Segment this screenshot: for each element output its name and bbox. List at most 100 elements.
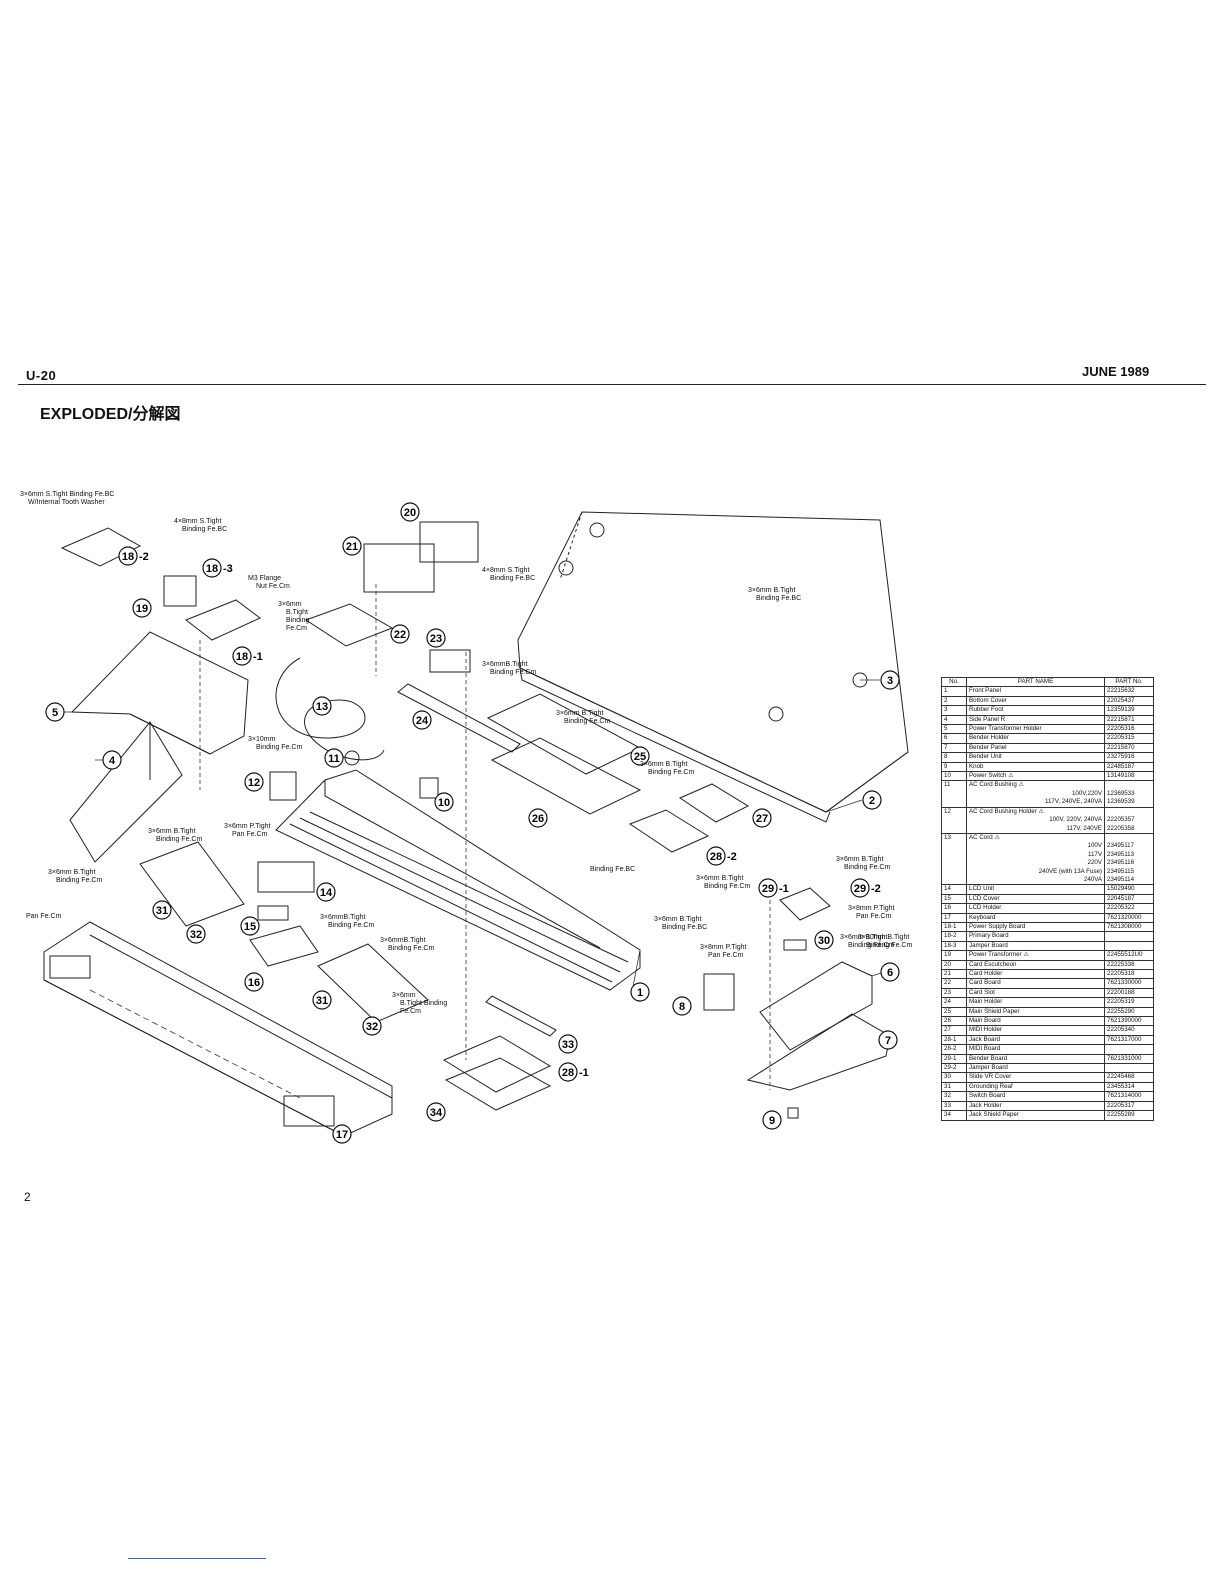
screw-note-line: Binding Fe.Cm <box>648 769 694 776</box>
part-name-text: AC Cord Bushing ⚠ <box>969 781 1025 789</box>
screw-note-line: Pan Fe.Cm <box>708 952 744 959</box>
part-number-index: 19 <box>941 950 967 961</box>
callout-circle <box>102 750 122 770</box>
callout-15: 15 <box>240 916 260 936</box>
part-name: LCD Cover <box>966 893 1105 905</box>
part-number-index: 10 <box>941 771 967 782</box>
part-code: 22205340 <box>1104 1025 1154 1036</box>
header-rule <box>18 384 1206 385</box>
screw-note-line: Pan Fe.Cm <box>26 913 62 920</box>
callout-number: 17 <box>336 1129 348 1141</box>
callout-circle <box>752 808 772 828</box>
bender-unit-drawing <box>703 973 735 1011</box>
part-code: 22025437 <box>1104 695 1154 707</box>
callout-circle <box>232 646 252 666</box>
screw-note-line: Binding Fe.Cm <box>848 942 894 949</box>
part-name: Power Switch ⚠ <box>966 771 1105 782</box>
part-code: 22245468 <box>1104 1072 1154 1083</box>
part-name: Grounding Reaf <box>966 1081 1105 1093</box>
callout-number: 24 <box>416 715 429 727</box>
part-name-text: Knob <box>969 762 984 770</box>
part-number-index: 28-1 <box>941 1034 967 1046</box>
part-name: Side Panel R <box>966 714 1105 726</box>
screw-note-line: 3×6mm <box>278 601 302 608</box>
screw-note-line: Binding Fe.BC <box>490 575 535 582</box>
callout-circle <box>186 924 206 944</box>
screw-note-line: B.Tight Binding <box>400 1000 447 1007</box>
callout-6: 6 <box>880 962 900 982</box>
part-code: 22200188 <box>1104 987 1154 999</box>
callout-number: 32 <box>190 929 202 941</box>
part-name-text: MIDI Board <box>969 1045 1001 1053</box>
part-number-index: 15 <box>941 893 967 905</box>
part-number-index: 31 <box>941 1081 967 1093</box>
callout-circle <box>324 748 344 768</box>
screw-note-line: Binding Fe.Cm <box>256 744 302 751</box>
callout-circle <box>672 996 692 1016</box>
part-name-text: Card Slot <box>969 988 995 996</box>
part-code-text: 22045187 <box>1107 894 1135 902</box>
part-code-text: 22205316 <box>1107 725 1135 733</box>
screw-note-line: Fe.Cm <box>400 1008 421 1015</box>
part-name-text: Bender Unit <box>969 753 1002 761</box>
screw-note: Binding Fe.BC <box>590 866 635 873</box>
main-board-drawing <box>490 737 642 815</box>
screw-note-line: Binding Fe.Cm <box>866 942 912 949</box>
part-code-text: 22205315 <box>1107 734 1135 742</box>
part-name: Jamper Board <box>966 940 1105 952</box>
callout-circle <box>332 1124 352 1144</box>
part-name-text: Power Supply Board <box>969 922 1026 930</box>
part-code-text: 22025437 <box>1107 696 1135 704</box>
part-number-index: 21 <box>941 968 967 980</box>
callout-circle <box>558 1034 578 1054</box>
callout-number: 11 <box>328 753 340 765</box>
transformer-drawing <box>163 575 197 607</box>
callout-number: 28 <box>710 851 722 863</box>
part-name-text: LCD Unit <box>969 885 995 893</box>
switch-board-left-drawing <box>139 841 245 927</box>
part-name: Card Holder <box>966 968 1105 980</box>
part-name-text: Slide VR Cover <box>969 1073 1012 1081</box>
callout-circle <box>412 710 432 730</box>
callout-25: 25 <box>630 746 650 766</box>
part-number-index: 5 <box>941 724 967 735</box>
part-name-text: Main Shield Paper <box>969 1007 1020 1015</box>
part-number-index: 34 <box>941 1110 967 1121</box>
part-variant: 117V, 240VE, 240VA <box>1045 798 1102 806</box>
screw-note-line: Fe.Cm <box>286 625 307 632</box>
part-name-text: Grounding Reaf <box>969 1082 1013 1090</box>
callout-suffix: -1 <box>779 883 789 895</box>
part-code-text: 22205319 <box>1107 998 1135 1006</box>
part-code: 22225338 <box>1104 959 1154 971</box>
callout-number: 18 <box>236 651 248 663</box>
callout-24: 24 <box>412 710 432 730</box>
screw-note-line: 3×6mm P.Tight <box>224 823 271 830</box>
part-code: 12359139 <box>1104 705 1154 716</box>
callout-number: 32 <box>366 1021 378 1033</box>
screw-note-line: Binding Fe.Cm <box>388 945 434 952</box>
screw-note-line: 3×6mm B.Tight <box>696 875 743 882</box>
screw-note-line: 3×6mm B.Tight <box>556 710 603 717</box>
power-switch-drawing <box>419 777 439 799</box>
callout-33: 33 <box>558 1034 578 1054</box>
callout-17: 17 <box>332 1124 352 1144</box>
callout-circle <box>400 502 420 522</box>
part-name-text: Jack Board <box>969 1035 1000 1043</box>
part-number-index: 8 <box>941 752 967 763</box>
callout-18-2: 18-2 <box>118 546 149 566</box>
part-number-index: 30 <box>941 1072 967 1083</box>
callout-11: 11 <box>324 748 344 768</box>
